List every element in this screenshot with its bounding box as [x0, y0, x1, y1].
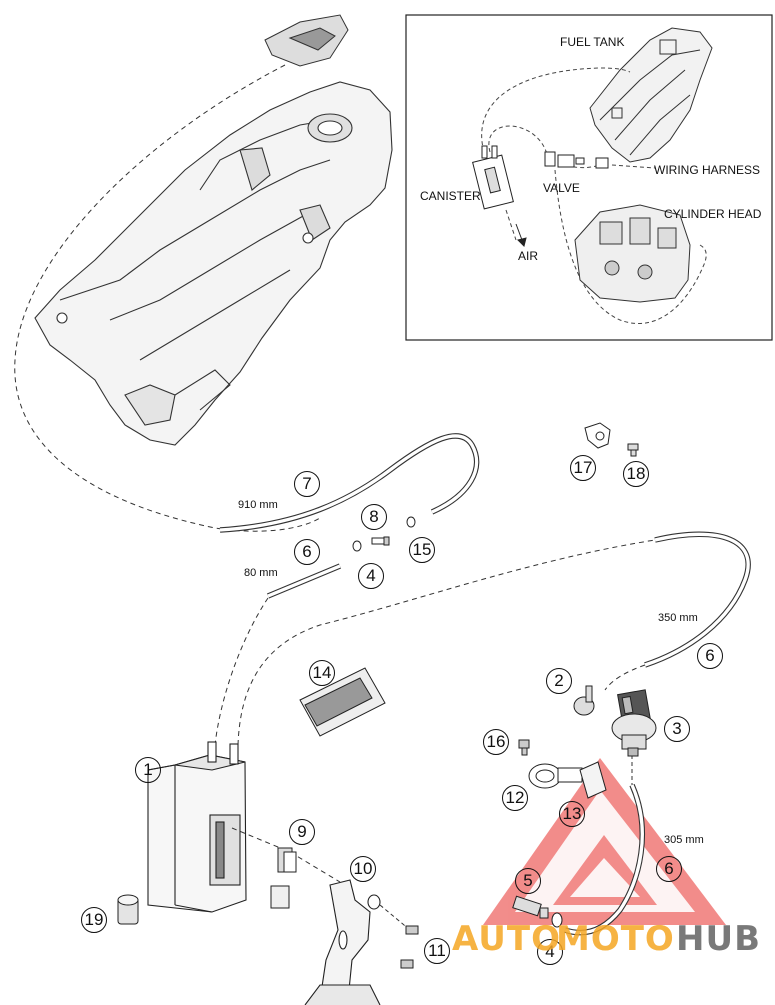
callout-15: 15: [409, 537, 435, 563]
inset-canister: [472, 145, 514, 210]
part-17-bracket: [584, 422, 611, 449]
part-11-screws: [400, 925, 419, 969]
watermark-logo-shape: [483, 758, 726, 925]
routing-line-long: [237, 539, 656, 746]
cylinder-head-label: CYLINDER HEAD: [664, 207, 762, 221]
part-18-screw: [627, 443, 639, 457]
part-16-screw: [518, 739, 530, 756]
inset-valve: [544, 151, 609, 169]
routing-line-bracket: [231, 827, 341, 883]
callout-6b: 6: [697, 643, 723, 669]
hose-7: [219, 433, 480, 533]
callout-4b: 4: [537, 939, 563, 965]
watermark-auto: AUTO: [452, 919, 561, 959]
fuel-cap-piece: [264, 14, 349, 67]
part-19-bumper: [117, 894, 139, 925]
fuel-tank: [34, 81, 393, 446]
dimension-hose-7: 910 mm: [238, 499, 278, 511]
wiring-harness-label: WIRING HARNESS: [654, 163, 761, 177]
callout-13: 13: [559, 801, 585, 827]
inset-frame: [405, 14, 773, 341]
part-14-sticker: [299, 667, 386, 737]
callout-6c: 6: [656, 856, 682, 882]
callout-17: 17: [570, 455, 596, 481]
callout-3: 3: [664, 716, 690, 742]
air-label: AIR: [518, 249, 539, 263]
callout-14: 14: [309, 660, 335, 686]
callout-16: 16: [483, 729, 509, 755]
callout-4: 4: [358, 563, 384, 589]
valve-label: VALVE: [543, 181, 580, 195]
callout-1: 1: [135, 757, 161, 783]
part-9-clip: [270, 847, 297, 909]
part-13-clip: [579, 761, 607, 799]
callout-7: 7: [294, 471, 320, 497]
dimension-hose-6-valve: 305 mm: [664, 834, 704, 846]
inset-fuel-tank: [589, 27, 713, 163]
callout-8: 8: [361, 504, 387, 530]
callout-6: 6: [294, 539, 320, 565]
part-3-valve: [611, 689, 657, 757]
callout-18: 18: [623, 461, 649, 487]
callout-11: 11: [424, 938, 450, 964]
hose-6-long: [644, 531, 751, 668]
callout-5: 5: [515, 868, 541, 894]
part-1-canister: [147, 741, 247, 913]
part-10-bracket: [304, 879, 381, 1005]
routing-line-short: [214, 597, 269, 746]
routing-line-tank: [14, 64, 321, 532]
callout-10: 10: [350, 856, 376, 882]
watermark-moto: MOTO: [556, 919, 675, 959]
part-12-bracket: [528, 763, 583, 789]
dimension-hose-6-long: 350 mm: [658, 612, 698, 624]
callout-9: 9: [289, 819, 315, 845]
inset-cylinder-head: [574, 204, 691, 303]
callout-19: 19: [81, 907, 107, 933]
part-5-connector: [512, 895, 563, 928]
part-2-clip: [573, 685, 595, 716]
routing-line-valve: [604, 664, 646, 691]
callout-2: 2: [546, 668, 572, 694]
small-clamps: [352, 516, 416, 552]
fuel-tank-label: FUEL TANK: [560, 35, 625, 49]
dimension-hose-6-short: 80 mm: [244, 567, 278, 579]
hose-6-short: [266, 563, 342, 599]
canister-label: CANISTER: [420, 189, 481, 203]
callout-12: 12: [502, 785, 528, 811]
air-arrow: [515, 223, 527, 247]
watermark-hub: HUB: [676, 919, 761, 959]
